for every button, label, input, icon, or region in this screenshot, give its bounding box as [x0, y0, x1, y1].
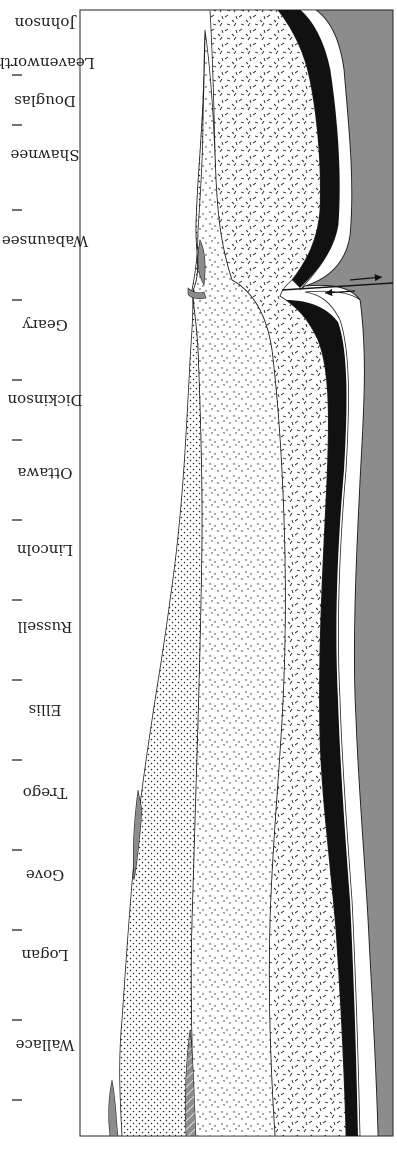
county-label-ottawa: Ottawa	[17, 464, 72, 482]
county-label-ellis: Ellis	[28, 701, 61, 719]
county-ticks	[12, 75, 22, 1100]
county-label-logan: Logan	[21, 946, 69, 964]
county-label-wallace: Wallace	[15, 1036, 74, 1054]
county-label-shawnee: Shawnee	[10, 146, 79, 164]
county-label-gove: Gove	[26, 866, 64, 884]
county-label-wabaunsee: Wabaunsee	[2, 232, 88, 250]
county-label-douglas: Douglas	[14, 92, 76, 110]
county-label-russell: Russell	[17, 618, 72, 636]
county-label-johnson: Johnson	[14, 14, 77, 32]
county-label-trego: Trego	[23, 784, 68, 802]
county-label-lincoln: Lincoln	[17, 541, 74, 559]
county-label-leavenworth: Leavenworth	[0, 54, 95, 72]
county-label-dickinson: Dickinson	[7, 391, 83, 409]
county-label-geary: Geary	[22, 316, 68, 334]
